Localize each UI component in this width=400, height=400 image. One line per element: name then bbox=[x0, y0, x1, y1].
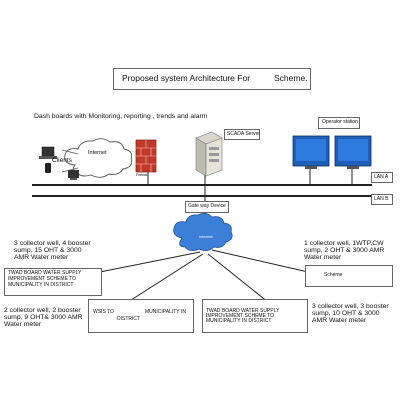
gateway-label: Gate way Device bbox=[188, 203, 226, 209]
right-top-desc: 1 collector well, 1WTP,CW sump, 2 OHT & … bbox=[304, 240, 384, 261]
right-top-desc-line: Water meter bbox=[304, 254, 342, 262]
title-left: Proposed system Architecture For bbox=[122, 73, 251, 83]
gateway-device-box: Gate way Device bbox=[185, 201, 229, 213]
lan-b-label-box: LAN B bbox=[371, 194, 393, 205]
left-top-desc: 3 collector well, 4 booster sump, 15 OHT… bbox=[14, 240, 91, 261]
client-desktop-icon bbox=[68, 170, 79, 180]
left-top-desc-line: 3 collector well, 4 booster bbox=[14, 240, 91, 247]
left-bottom-desc-line: sump, 9 OHT& 3000 AMR bbox=[4, 314, 83, 322]
operator-station-label-box: Operator station bbox=[318, 117, 360, 129]
title-box: Proposed system Architecture For Scheme. bbox=[113, 68, 311, 90]
right-top-desc-line: sump, 2 OHT & 3000 AMR bbox=[304, 247, 385, 255]
title-right: Scheme. bbox=[274, 73, 308, 83]
right-top-desc-line: 1 collector well, 1WTP,CW bbox=[304, 240, 384, 247]
lan-b-label: LAN B bbox=[374, 196, 389, 202]
left-box-line: TWAD BOARD WATER SUPPLY bbox=[8, 270, 82, 276]
internet-label: Internet bbox=[88, 150, 107, 156]
ray-right bbox=[211, 249, 309, 273]
left-scheme-box: TWAD BOARD WATER SUPPLY IMPROVEMENT SCHE… bbox=[4, 268, 102, 296]
firewall-icon bbox=[135, 139, 157, 173]
right-bottom-desc-line: 3 collector well, 3 booster bbox=[312, 303, 389, 310]
left-top-desc-line: AMR Water meter bbox=[14, 254, 69, 262]
middle-left-scheme-box: WSIS TO MUNICIPALITY IN DISTRICT bbox=[88, 299, 194, 333]
right-bottom-desc-line: AMR Water meter bbox=[312, 317, 367, 325]
clients-label: Clients bbox=[52, 157, 72, 164]
operator-monitor-1-icon bbox=[292, 135, 330, 169]
left-bottom-desc: 2 collector well, 2 booster sump, 9 OHT&… bbox=[4, 307, 83, 328]
left-box-line: MUNICIPALITY IN DISTRICT bbox=[8, 282, 74, 288]
internet-cloud-icon bbox=[173, 213, 233, 251]
client-phone-icon bbox=[45, 163, 51, 173]
middle-right-box-line: MUNICIPALITY IN DISTRICT bbox=[206, 318, 272, 324]
operator-monitor-2-icon bbox=[334, 135, 372, 169]
ray-mid-left bbox=[127, 253, 204, 303]
middle-right-box-line: IMPROVEMENT SCHEME TO bbox=[206, 313, 275, 319]
middle-right-box-line: TWAD BOARD WATER SUPPLY bbox=[206, 308, 280, 314]
ray-mid-right bbox=[207, 253, 269, 303]
client-laptop-icon bbox=[39, 146, 57, 159]
middle-left-box-right: MUNICIPALITY IN bbox=[145, 309, 186, 315]
lan-a-label: LAN A bbox=[374, 174, 389, 180]
right-scheme-box: Scheme bbox=[305, 265, 393, 287]
right-box-label: Scheme bbox=[324, 272, 343, 278]
middle-left-box-left: WSIS TO bbox=[93, 309, 114, 315]
right-bottom-desc-line: sump, 10 OHT & 3000 bbox=[312, 310, 380, 318]
left-bottom-desc-line: 2 collector well, 2 booster bbox=[4, 307, 81, 314]
lan-a-label-box: LAN A bbox=[371, 172, 393, 183]
cloud-label: Internet bbox=[199, 234, 213, 239]
ray-left bbox=[99, 251, 201, 273]
left-box-line: IMPROVEMENT SCHEME TO bbox=[8, 276, 77, 282]
scada-server-label-box: SCADA Server bbox=[224, 129, 260, 140]
left-top-desc-line: sump, 15 OHT & 3000 bbox=[14, 247, 82, 255]
middle-left-box-bottom: DISTRICT bbox=[117, 316, 141, 322]
operator-station-label: Operator station bbox=[322, 119, 358, 125]
firewall-label: Firewall bbox=[136, 173, 149, 177]
dashboard-caption: Dash boards with Monitoring, reporting ,… bbox=[34, 113, 208, 120]
left-bottom-desc-line: Water meter bbox=[4, 321, 42, 329]
right-bottom-desc: 3 collector well, 3 booster sump, 10 OHT… bbox=[312, 303, 389, 324]
scada-server-label: SCADA Server bbox=[227, 131, 261, 137]
middle-right-scheme-box: TWAD BOARD WATER SUPPLY IMPROVEMENT SCHE… bbox=[202, 299, 308, 333]
scada-server-icon bbox=[195, 131, 223, 177]
